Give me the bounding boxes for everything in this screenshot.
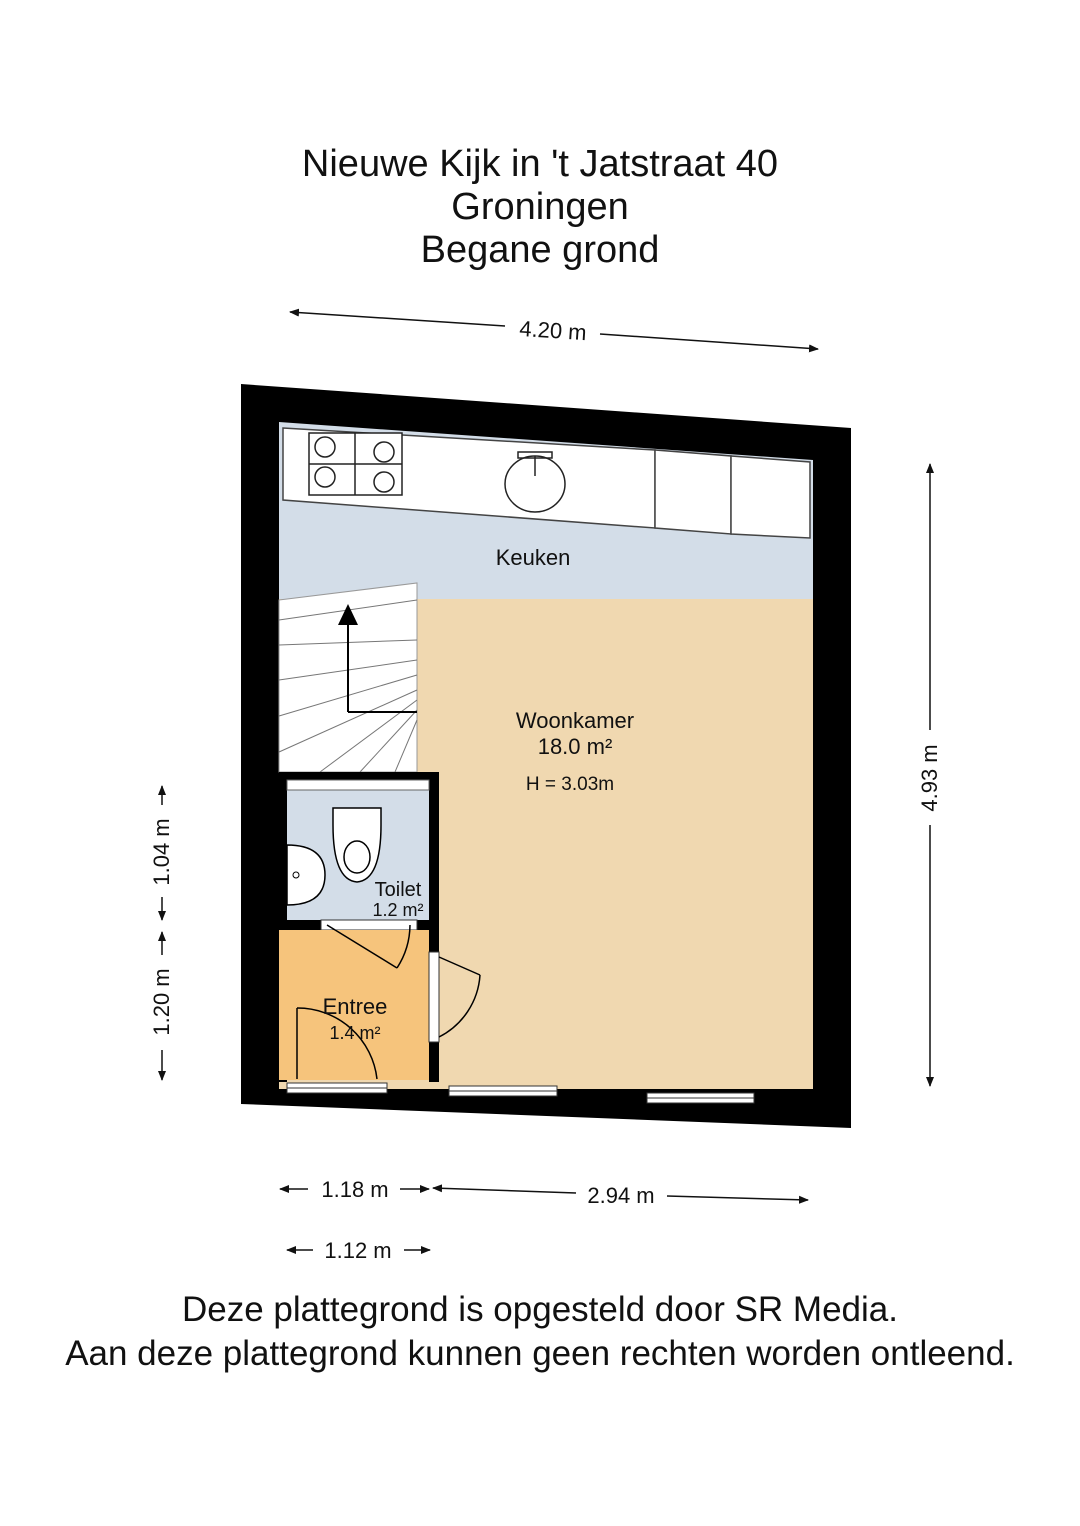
label-entree: Entree: [323, 994, 388, 1019]
hand-basin-icon: [286, 844, 326, 906]
entree-door: [296, 1007, 378, 1080]
label-entree-area: 1.4 m²: [329, 1023, 380, 1043]
toilet-door: [326, 924, 411, 969]
plan-title: Nieuwe Kijk in 't Jatstraat 40 Groningen…: [0, 143, 1080, 272]
window-bottom-3: [646, 1092, 755, 1104]
label-woonkamer-height: H = 3.03m: [526, 774, 614, 795]
dim-left-upper: 1.04 m: [149, 818, 174, 885]
dimension-bottom-right: [432, 1184, 809, 1204]
city-line: Groningen: [451, 186, 629, 228]
label-toilet: Toilet: [375, 879, 422, 901]
disclaimer-line-1: Deze plattegrond is opgesteld door SR Me…: [182, 1290, 898, 1329]
label-woonkamer: Woonkamer: [516, 708, 634, 733]
window-bottom-2: [448, 1085, 558, 1097]
toilet-wall-top: [286, 779, 430, 791]
dimension-top: [289, 308, 819, 353]
dim-bottom-left: 1.18 m: [321, 1177, 388, 1202]
stove-icon: [308, 432, 403, 496]
label-keuken: Keuken: [496, 545, 571, 570]
label-toilet-area: 1.2 m²: [372, 900, 423, 920]
window-bottom-1: [286, 1082, 388, 1094]
dim-left-lower: 1.20 m: [149, 968, 174, 1035]
label-woonkamer-area: 18.0 m²: [538, 734, 613, 759]
dim-top-width: 4.20 m: [519, 316, 588, 345]
stair-direction-arrow: [338, 604, 417, 713]
sink-icon: [504, 451, 566, 513]
toilet-bowl-icon: [332, 807, 382, 883]
disclaimer: Deze plattegrond is opgesteld door SR Me…: [0, 1288, 1080, 1376]
disclaimer-line-2: Aan deze plattegrond kunnen geen rechten…: [65, 1334, 1015, 1373]
inner-wall-stair: [279, 772, 439, 780]
dim-bottom-second: 1.12 m: [324, 1238, 391, 1263]
address-line: Nieuwe Kijk in 't Jatstraat 40: [301, 143, 779, 185]
appliance-icon: [654, 449, 811, 539]
floor-line: Begane grond: [420, 229, 660, 271]
living-room-door: [428, 951, 481, 1043]
dim-right-height: 4.93 m: [917, 744, 942, 811]
dim-bottom-right: 2.94 m: [587, 1183, 654, 1208]
toilet-door-frame: [320, 919, 418, 931]
